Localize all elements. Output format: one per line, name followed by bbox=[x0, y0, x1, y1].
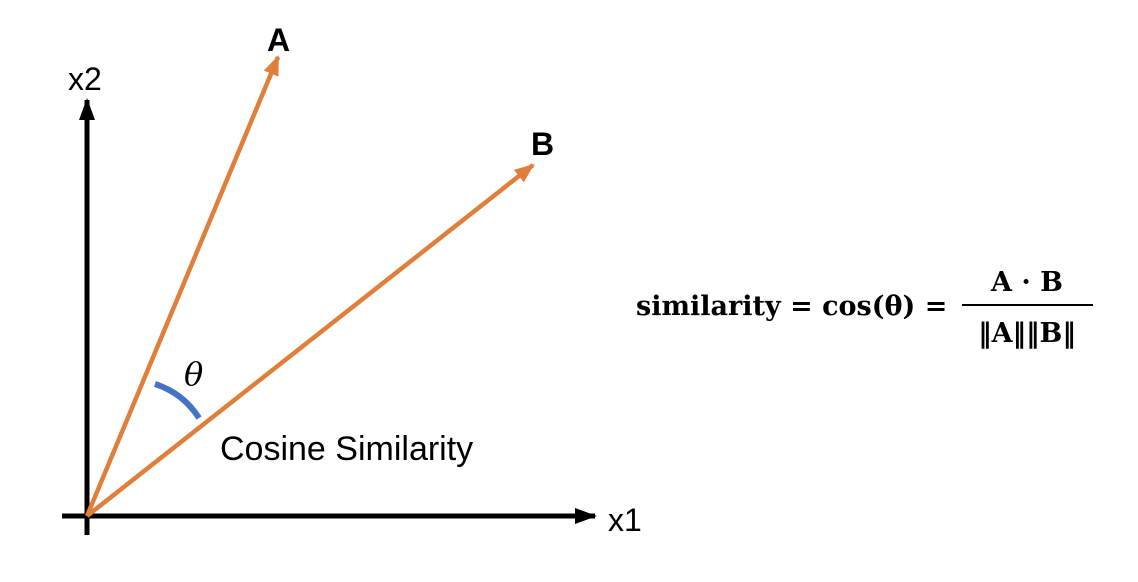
formula-denominator: ‖A‖‖B‖ bbox=[978, 318, 1076, 349]
vector-a-arrow bbox=[84, 55, 281, 517]
cosine-similarity-formula: similarity = cos(θ) = A · B ‖A‖‖B‖ bbox=[636, 267, 1093, 349]
x-axis-label: x1 bbox=[608, 502, 642, 538]
y-axis-label: x2 bbox=[68, 61, 102, 97]
formula-numerator: A · B bbox=[990, 267, 1063, 298]
formula-lhs: similarity = cos(θ) = bbox=[636, 291, 947, 322]
vector-b-label: B bbox=[531, 126, 554, 162]
vector-a-label: A bbox=[267, 22, 290, 58]
theta-label: θ bbox=[184, 355, 203, 393]
diagram-caption: Cosine Similarity bbox=[220, 430, 473, 468]
vector-b-arrow bbox=[85, 163, 535, 518]
angle-arc bbox=[154, 381, 202, 420]
